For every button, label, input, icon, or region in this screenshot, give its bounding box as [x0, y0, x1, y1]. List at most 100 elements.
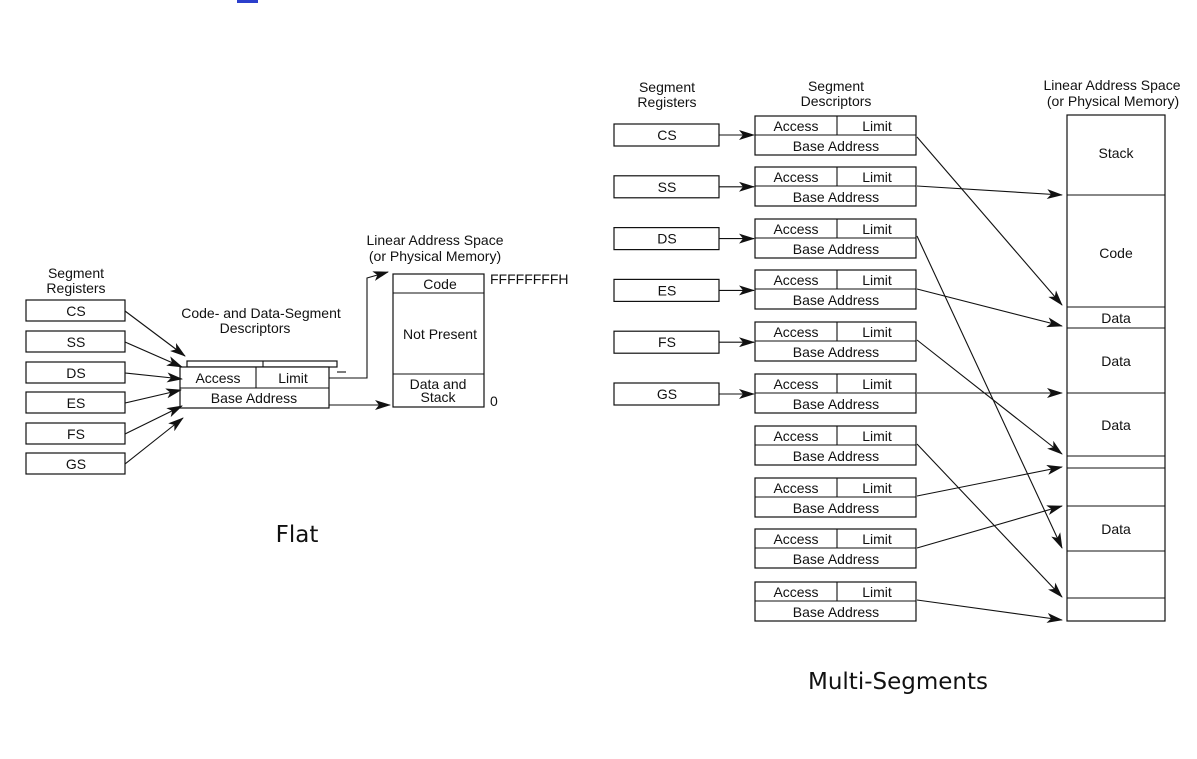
flat-arrow-ss — [124, 341, 183, 368]
multi-memory-region-code: Code — [1099, 245, 1133, 261]
multi-access-label: Access — [773, 118, 818, 134]
flat-top-address: FFFFFFFFH — [490, 271, 569, 287]
multi-base-label: Base Address — [793, 344, 879, 360]
multi-descriptor-arrow-8 — [916, 465, 1063, 497]
multi-memory-region-stack: Stack — [1098, 145, 1134, 161]
multi-caption: Multi-Segments — [808, 669, 988, 695]
multi-register-es-label: ES — [658, 282, 677, 298]
multi-limit-label: Limit — [862, 272, 892, 288]
multi-limit-label: Limit — [862, 531, 892, 547]
multi-registers-heading-line1: Segment — [639, 79, 695, 95]
flat-bottom-address: 0 — [490, 393, 498, 409]
multi-register-cs-label: CS — [657, 127, 676, 143]
multi-access-label: Access — [773, 584, 818, 600]
multi-space-heading-line1: Linear Address Space — [1044, 77, 1181, 93]
flat-arrow-gs — [124, 417, 184, 465]
multi-limit-label: Limit — [862, 221, 892, 237]
multi-memory-region-data: Data — [1101, 417, 1131, 433]
flat-descriptor-heading-line1: Code- and Data-Segment — [181, 305, 341, 321]
flat-arrow-cs — [124, 310, 186, 357]
flat-registers-heading-line2: Registers — [46, 280, 105, 296]
flat-register-ds-label: DS — [66, 365, 85, 381]
flat-arrow-fs — [124, 405, 183, 435]
header-strip — [237, 0, 258, 3]
flat-space-heading-line1: Linear Address Space — [367, 232, 504, 248]
multi-base-label: Base Address — [793, 551, 879, 567]
multi-limit-label: Limit — [862, 584, 892, 600]
multi-base-label: Base Address — [793, 604, 879, 620]
multi-descriptor-arrow-3 — [916, 235, 1063, 549]
multi-access-label: Access — [773, 324, 818, 340]
multi-limit-label: Limit — [862, 376, 892, 392]
multi-descriptors-heading-line1: Segment — [808, 78, 864, 94]
flat-register-cs-box — [25, 299, 126, 322]
flat-register-ss-label: SS — [67, 334, 86, 350]
multi-descriptor-arrow-9 — [916, 505, 1063, 549]
flat-data-stack-line1: Data and — [410, 376, 467, 392]
multi-descriptor-arrow-10 — [916, 599, 1063, 623]
multi-access-label: Access — [773, 428, 818, 444]
multi-registers-heading-line2: Registers — [637, 94, 696, 110]
multi-space-heading-line2: (or Physical Memory) — [1047, 93, 1179, 109]
multi-descriptor-arrow-1 — [916, 136, 1063, 306]
multi-base-label: Base Address — [793, 500, 879, 516]
flat-code-region: Code — [423, 276, 457, 292]
multi-limit-label: Limit — [862, 324, 892, 340]
multi-descriptors-heading-line2: Descriptors — [801, 93, 872, 109]
multi-access-label: Access — [773, 169, 818, 185]
multi-access-label: Access — [773, 272, 818, 288]
flat-descriptor-shadow — [186, 360, 338, 368]
flat-register-list: CS SS DS ES FS GS — [25, 299, 126, 475]
multi-access-label: Access — [773, 221, 818, 237]
flat-model: Segment Registers CS SS DS ES FS GS Code- and… — [25, 232, 569, 548]
flat-registers-heading-line1: Segment — [48, 265, 104, 281]
multi-access-label: Access — [773, 531, 818, 547]
multi-memory-region-data: Data — [1101, 521, 1131, 537]
multi-register-ss-label: SS — [658, 179, 677, 195]
flat-descriptor: Access Limit Base Address — [179, 366, 330, 409]
multi-access-label: Access — [773, 480, 818, 496]
multi-descriptor-arrow-7 — [916, 443, 1063, 598]
flat-space-heading-line2: (or Physical Memory) — [369, 248, 501, 264]
flat-register-fs-label: FS — [67, 426, 85, 442]
flat-memory-space: Code Not Present Data and Stack — [392, 273, 485, 408]
multi-descriptor-arrow-2 — [916, 185, 1063, 200]
flat-data-stack-line2: Stack — [420, 389, 456, 405]
multi-limit-label: Limit — [862, 118, 892, 134]
multi-access-label: Access — [773, 376, 818, 392]
multi-base-label: Base Address — [793, 292, 879, 308]
multi-limit-label: Limit — [862, 169, 892, 185]
multi-limit-label: Limit — [862, 480, 892, 496]
flat-register-arrows — [124, 310, 186, 465]
flat-memory-box — [392, 273, 485, 408]
multi-descriptor-arrows — [719, 130, 1063, 623]
multi-base-label: Base Address — [793, 189, 879, 205]
flat-limit-arrow — [329, 271, 389, 379]
flat-register-gs-label: GS — [66, 456, 86, 472]
multi-memory-box — [1066, 114, 1166, 622]
multi-base-label: Base Address — [793, 241, 879, 257]
multi-register-gs-label: GS — [657, 386, 677, 402]
flat-base-label: Base Address — [211, 390, 297, 406]
multi-register-ds-label: DS — [657, 231, 676, 247]
multi-base-label: Base Address — [793, 396, 879, 412]
multi-base-label: Base Address — [793, 448, 879, 464]
multi-memory-region-data: Data — [1101, 353, 1131, 369]
flat-register-es-label: ES — [67, 395, 86, 411]
multi-limit-label: Limit — [862, 428, 892, 444]
flat-register-cs-label: CS — [66, 303, 85, 319]
flat-register-ss-box — [25, 330, 126, 353]
flat-register-ds-box — [25, 361, 126, 384]
